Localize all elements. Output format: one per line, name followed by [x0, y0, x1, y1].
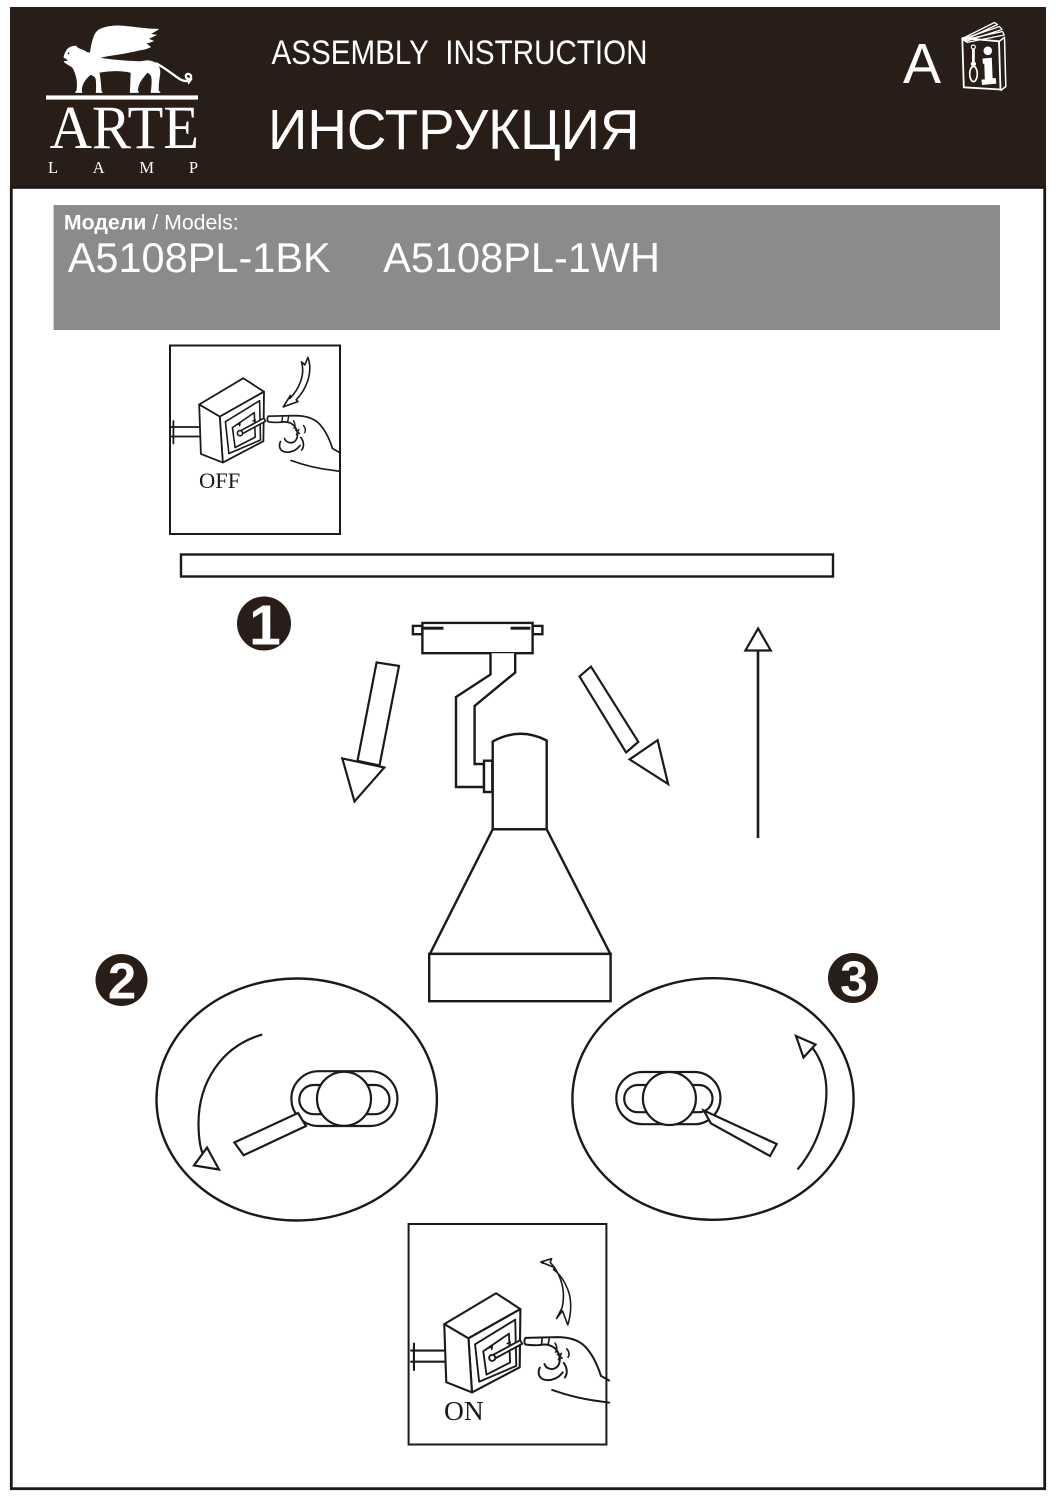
svg-text:OFF: OFF — [199, 468, 240, 493]
svg-text:A: A — [903, 32, 941, 96]
svg-text:ON: ON — [444, 1395, 484, 1426]
svg-text:ASSEMBLY INSTRUCTION: ASSEMBLY INSTRUCTION — [272, 34, 648, 72]
svg-text:1: 1 — [249, 593, 281, 657]
svg-text:ARTE: ARTE — [50, 95, 200, 162]
svg-text:Модели / Models:: Модели / Models: — [64, 211, 239, 235]
svg-text:A5108PL-1WH: A5108PL-1WH — [383, 234, 660, 281]
svg-text:2: 2 — [108, 953, 136, 1010]
svg-text:ИНСТРУКЦИЯ: ИНСТРУКЦИЯ — [268, 98, 640, 162]
svg-text:A5108PL-1BK: A5108PL-1BK — [68, 234, 331, 281]
svg-text:3: 3 — [840, 951, 868, 1007]
